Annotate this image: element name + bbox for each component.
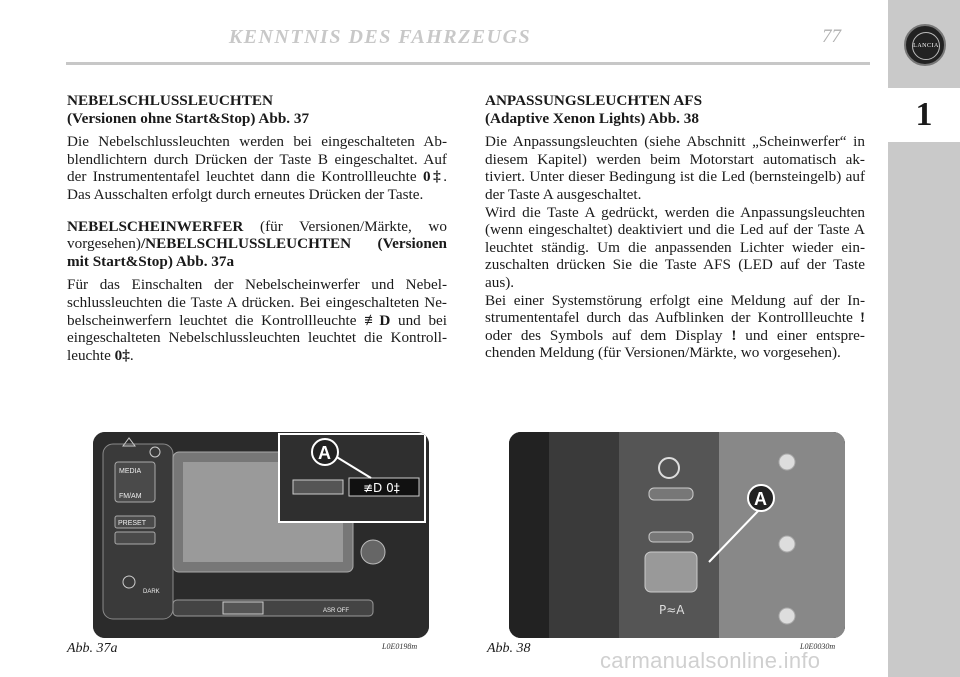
body-text: . [129, 346, 134, 364]
section-subheading: (Versionen ohne Start&Stop) Abb. 37 [67, 109, 310, 127]
header-title: KENNTNIS DES FAHRZEUGS [228, 26, 532, 48]
left-column: NEBELSCHLUSSLEUCHTEN (Versionen ohne Sta… [67, 92, 447, 364]
body-text: Für das Einschalten der Nebelscheinwerfe… [67, 276, 447, 329]
body-paragraph: Bei einer Systemstörung erfolgt eine Mel… [485, 292, 865, 362]
section-heading: NEBELSCHLUSSLEUCHTEN [67, 92, 273, 109]
front-fog-icon: ≢D [364, 311, 391, 329]
figure-caption: Abb. 37a [67, 641, 118, 656]
afs-warning-icon: ! [859, 309, 865, 327]
media-label: MEDIA [119, 468, 142, 475]
body-text: Die Nebelschlussleuchten werden bei eing… [67, 133, 447, 186]
fm-am-label: FM/AM [119, 493, 142, 500]
brand-logo: LANCIA [904, 24, 946, 66]
figure-code: L0E0030m [800, 642, 836, 651]
figure-38: P≈A A [509, 432, 845, 638]
figure-caption: Abb. 38 [487, 641, 531, 656]
header-rule [66, 62, 870, 65]
dashboard-illustration: MEDIA FM/AM PRESET DARK ASR OFF ≢D 0‡ A [93, 432, 429, 638]
body-text: und einer entspre-chenden Meldung (für V… [485, 326, 865, 362]
chapter-tab: 1 [888, 88, 960, 142]
right-column: ANPASSUNGSLEUCHTEN AFS (Adaptive Xenon L… [485, 92, 865, 362]
page-number: 77 [822, 26, 841, 47]
preset-label: PRESET [118, 520, 147, 527]
body-paragraph: Die Anpassungsleuchten (siehe Abschnitt … [485, 133, 865, 203]
figure-37a: MEDIA FM/AM PRESET DARK ASR OFF ≢D 0‡ A [93, 432, 429, 638]
fog-button-symbols: ≢D 0‡ [363, 481, 400, 495]
rear-fog-icon: 0‡ [114, 346, 130, 364]
section-subheading: (Adaptive Xenon Lights) Abb. 38 [485, 109, 699, 127]
rear-fog-icon: 0‡ [422, 168, 444, 186]
callout-a: A [754, 489, 767, 509]
body-text: und bei eingeschalteten Nebelschlussleuc… [67, 311, 447, 364]
body-paragraph: Für das Einschalten der Nebelscheinwerfe… [67, 276, 447, 364]
section-heading: ANPASSUNGSLEUCHTEN AFS [485, 92, 703, 109]
body-text: oder des Symbols auf dem Display [485, 326, 732, 344]
afs-warning-icon: ! [731, 326, 737, 344]
watermark: carmanualsonline.info [600, 648, 821, 673]
body-paragraph: Wird die Taste A gedrückt, werden die An… [485, 203, 865, 291]
body-paragraph: Die Nebelschlussleuchten werden bei eing… [67, 133, 447, 203]
body-text: Bei einer Systemstörung erfolgt eine Mel… [485, 291, 865, 327]
afs-button-illustration: P≈A A [509, 432, 845, 638]
dark-label: DARK [143, 589, 160, 595]
body-text: . Das Ausschalten erfolgt durch erneutes… [67, 168, 448, 203]
park-assist-symbol: P≈A [659, 603, 685, 617]
callout-a: A [318, 443, 331, 463]
asr-off-label: ASR OFF [323, 608, 349, 614]
figure-code: L0E0198m [382, 642, 418, 651]
section-heading: NEBELSCHEINWERFER (für Versionen/Märkte,… [67, 217, 447, 270]
brand-logo-text: LANCIA [912, 32, 940, 60]
